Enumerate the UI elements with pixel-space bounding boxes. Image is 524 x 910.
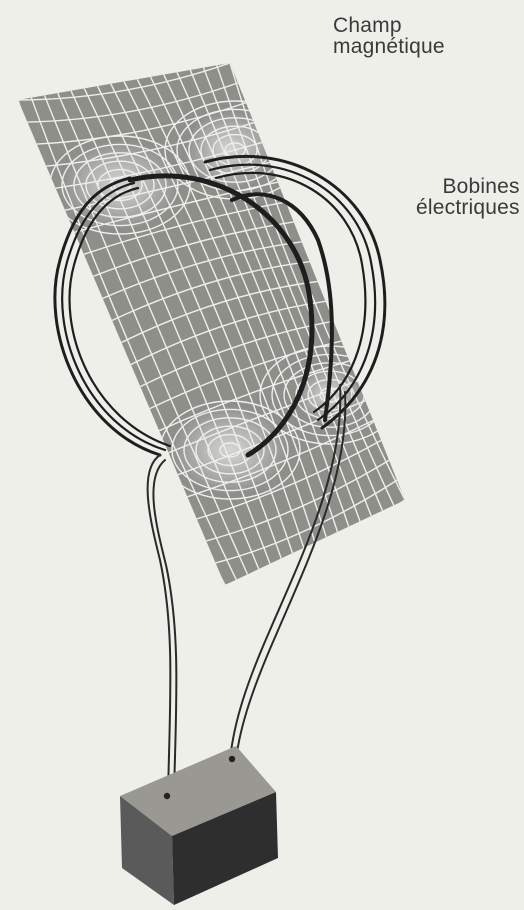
magnetic-field-plane (18, 63, 405, 585)
label-magnetic-field: Champ magnétique (333, 15, 445, 57)
label-electric-coils: Bobines électriques (416, 176, 520, 218)
battery-terminal-negative (164, 793, 170, 799)
battery (120, 746, 278, 905)
battery-terminal-positive (229, 756, 235, 762)
label-electric-coils-line2: électriques (416, 197, 520, 218)
label-magnetic-field-line2: magnétique (333, 36, 445, 57)
label-magnetic-field-line1: Champ (333, 15, 445, 36)
label-electric-coils-line1: Bobines (416, 176, 520, 197)
